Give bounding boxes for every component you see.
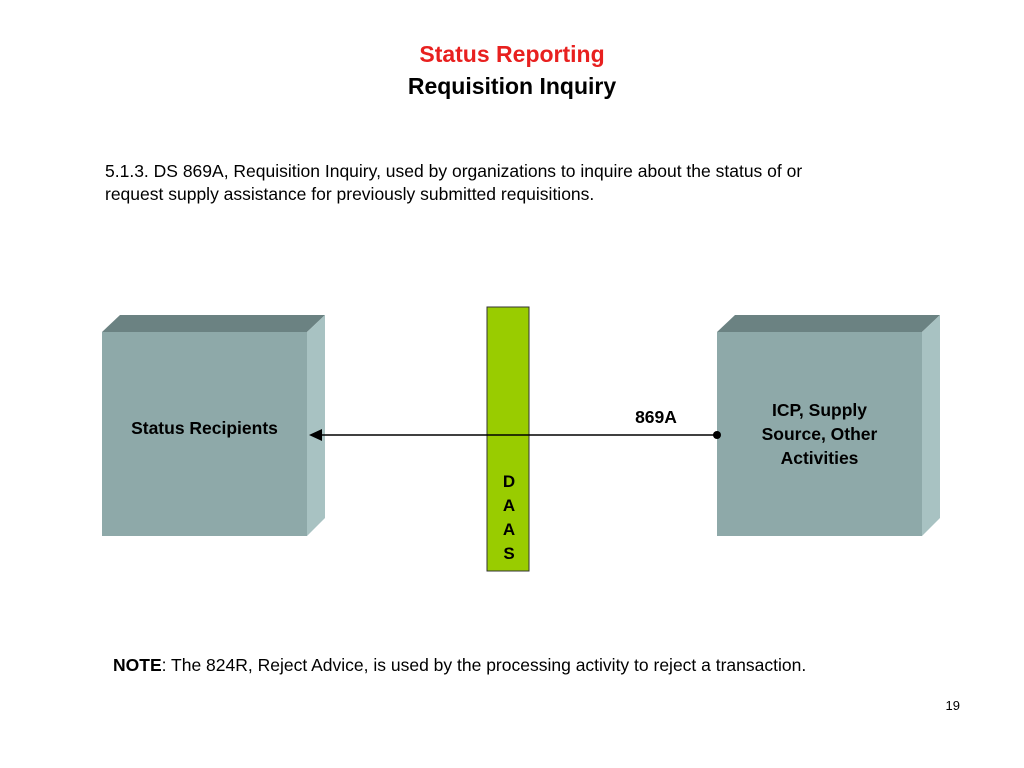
daas-letter: S: [503, 544, 515, 563]
note-label: NOTE: [113, 655, 162, 675]
daas-letter: D: [502, 472, 516, 491]
icp-label-line: Activities: [780, 448, 859, 468]
daas-letter: A: [502, 520, 516, 539]
icp-label-line: ICP, Supply: [772, 400, 867, 420]
arrow-head-icon: [309, 429, 322, 441]
note-text: NOTE: The 824R, Reject Advice, is used b…: [113, 655, 973, 676]
daas-bar: [486, 306, 530, 572]
description-text: 5.1.3. DS 869A, Requisition Inquiry, use…: [105, 161, 803, 204]
arrow-origin-dot-icon: [713, 431, 721, 439]
icp-label-line: Source, Other: [761, 424, 878, 444]
status-recipients-box: [102, 315, 325, 536]
status-recipients-label: Status Recipients: [131, 418, 278, 438]
daas-letter: A: [502, 496, 516, 515]
slide-subtitle: Requisition Inquiry: [407, 73, 617, 99]
arrow-label: 869A: [635, 407, 677, 427]
page-number: 19: [945, 698, 960, 713]
icp-supply-label: ICP, Supply Source, Other Activities: [717, 398, 922, 470]
slide-title: Status Reporting: [419, 41, 605, 67]
note-body: : The 824R, Reject Advice, is used by th…: [161, 655, 807, 675]
daas-label: D A A S: [487, 470, 531, 566]
icp-supply-box: [717, 315, 940, 536]
